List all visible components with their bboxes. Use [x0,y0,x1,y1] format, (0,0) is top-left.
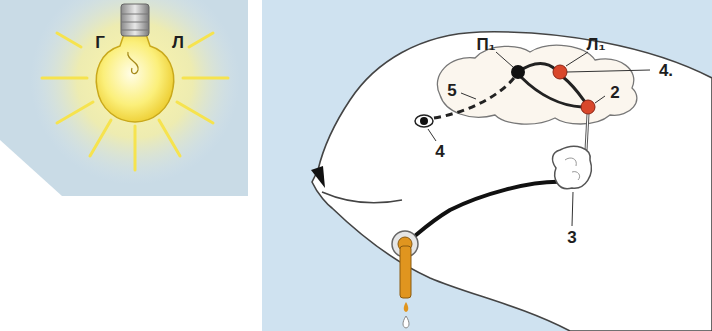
efferent-nerve [586,114,588,150]
callout-number: 3 [567,229,576,246]
dog-eye [415,115,433,127]
socket-thread [121,14,149,30]
callout-letter: Г [95,34,105,51]
nerve-path [563,77,585,102]
dog-nose [311,166,325,188]
salivary-duct [410,182,565,240]
salivation-centre [581,100,595,114]
optic-pathway [434,78,514,118]
lamp-glow [30,0,240,185]
dog-head [312,32,712,331]
food-centre [553,65,567,79]
callout-letter: Л [172,34,184,51]
callout-label: П₁ [476,36,495,53]
leader-lines [428,52,650,226]
salivary-gland [553,146,592,188]
bulb-glass [96,34,173,122]
saliva-tube [400,246,411,298]
efferent-nerve [586,114,588,150]
callout-number: 5 [447,82,456,99]
brain-cortex [437,45,636,124]
gland-texture [565,158,580,180]
dog-mouth [322,192,402,203]
light-rays [42,33,228,170]
callout-number: 4. [659,62,673,79]
bulb-socket [121,4,149,36]
callout-number: 2 [610,84,619,101]
visual-centre [511,65,525,79]
callout-number: 4 [435,143,444,160]
saliva-drop [404,302,409,312]
saliva-drop [403,316,409,328]
callout-label: Л₁ [587,36,606,53]
temporary-connection [521,77,582,107]
dog-background [262,0,712,331]
eye-pupil [420,117,428,125]
bulb-filament [128,52,138,74]
